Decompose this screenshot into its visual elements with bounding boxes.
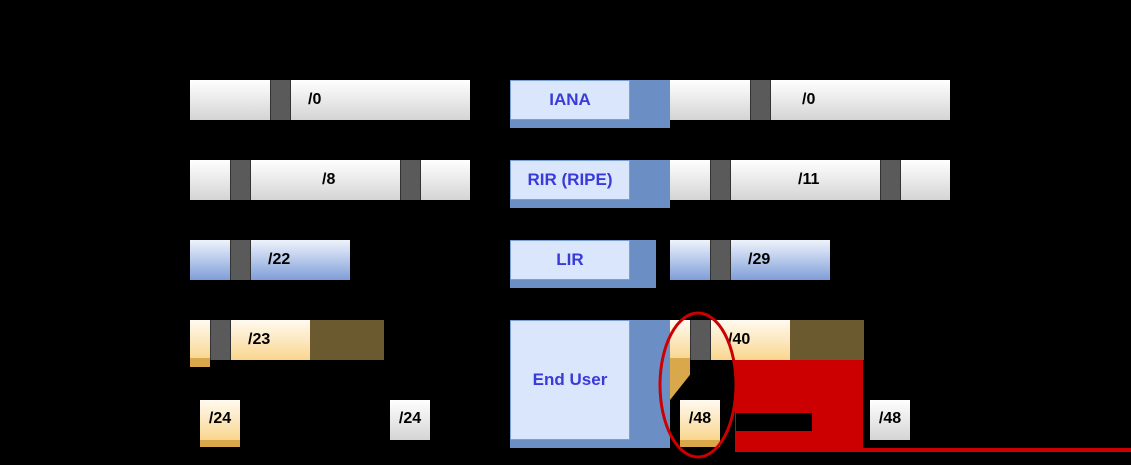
ipv6-11-marker-left xyxy=(710,160,731,200)
lir-box xyxy=(510,240,630,280)
ipv4-23-label: /23 xyxy=(248,331,271,348)
ipv4-23-gold-base xyxy=(190,358,210,367)
rir-label: RIR (RIPE) xyxy=(527,170,613,189)
ipv6-11-marker-right xyxy=(880,160,901,200)
end-user-label: End User xyxy=(532,370,608,389)
ipv6-40-marker xyxy=(690,320,711,360)
ipv4-24-tag-right: /24 xyxy=(390,400,430,440)
ipv4-8-label: /8 xyxy=(322,171,336,188)
ipv6-0-label: /0 xyxy=(802,91,816,108)
highlight-red-block xyxy=(735,360,863,452)
ipv6-48-tag-left: /48 xyxy=(680,400,720,447)
ipv6-29-label: /29 xyxy=(748,251,771,268)
ipv6-40-gold-base xyxy=(670,358,690,400)
ipv4-22-bar xyxy=(190,240,350,280)
ipv4-0-marker xyxy=(270,80,291,120)
ipv4-0-bar xyxy=(190,80,470,120)
rir-box xyxy=(510,160,630,200)
ipv4-22-marker xyxy=(230,240,251,280)
ipv4-0-label: /0 xyxy=(308,91,322,108)
ipv4-23-olive-segment xyxy=(310,320,384,360)
ipv4-8-marker-left xyxy=(230,160,251,200)
ipv6-0-bar xyxy=(670,80,950,120)
ipv6-29-marker xyxy=(710,240,731,280)
ipv4-22-label: /22 xyxy=(268,251,291,268)
ipv4-24-tag-left: /24 xyxy=(200,400,240,447)
ipv4-23-marker xyxy=(210,320,231,360)
iana-box xyxy=(510,80,630,120)
ipv6-0-marker xyxy=(750,80,771,120)
redacted-bar xyxy=(736,413,812,431)
lir-label: LIR xyxy=(556,250,584,269)
ipv4-8-marker-right xyxy=(400,160,421,200)
ipv6-48-tag-right: /48 xyxy=(870,400,910,440)
iana-label: IANA xyxy=(549,90,591,109)
ipv6-40-olive-segment xyxy=(790,320,864,360)
end-user-box xyxy=(510,320,630,440)
ipv6-40-label: /40 xyxy=(728,331,751,348)
ipv6-29-bar xyxy=(670,240,830,280)
ipv6-11-label: /11 xyxy=(798,171,820,188)
highlight-red-line xyxy=(863,448,1131,452)
